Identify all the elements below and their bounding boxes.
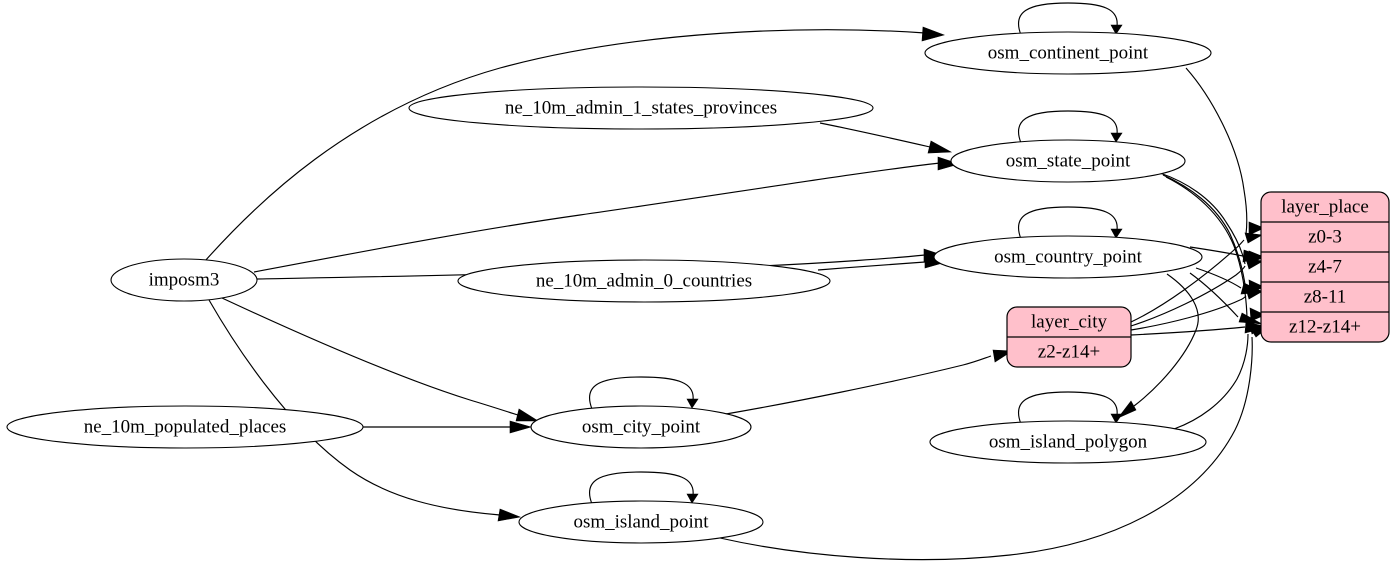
edge-imposm3-to-osm-island-point: [208, 299, 522, 522]
edge-ne-countries-to-osm-country-point: [817, 255, 948, 271]
edge-osm-city-point-to-layer-city: [725, 349, 1013, 415]
layer-place-row-z8-11[interactable]: z8-11: [1304, 286, 1347, 307]
layer-city-title: layer_city: [1031, 311, 1107, 332]
record-node-layer: layer_place z0-3 z4-7 z8-11 z12-z14+ lay…: [1006, 191, 1390, 368]
layer-place-row-z12-z14[interactable]: z12-z14+: [1289, 316, 1361, 337]
node-osm-city-point-label: osm_city_point: [582, 416, 701, 437]
node-osm-island-point[interactable]: osm_island_point: [518, 500, 764, 544]
edge-osm-island-polygon-to-layer-place-z12-z14: [1173, 322, 1266, 430]
node-imposm3-label: imposm3: [149, 269, 220, 290]
node-osm-continent-point-label: osm_continent_point: [988, 42, 1149, 63]
edge-osm-state-point-to-layer-place-z12-z14: [1165, 176, 1266, 322]
self-loop-osm-state-point: [1017, 110, 1123, 144]
node-ne-populated-label: ne_10m_populated_places: [84, 416, 287, 437]
node-ne-states-label: ne_10m_admin_1_states_provinces: [505, 97, 777, 118]
layer-city-row-z2-z14[interactable]: z2-z14+: [1038, 341, 1100, 362]
edge-imposm3-to-osm-continent-point: [204, 26, 945, 262]
self-loop-osm-city-point: [588, 376, 699, 410]
node-osm-state-point[interactable]: osm_state_point: [950, 139, 1186, 183]
node-osm-state-point-label: osm_state_point: [1006, 150, 1131, 171]
layer-place-row-z4-7[interactable]: z4-7: [1308, 256, 1342, 277]
edge-layer-city-to-layer-place-z0-3: [1130, 232, 1263, 323]
edge-layer: [204, 2, 1268, 561]
node-ne-countries-label: ne_10m_admin_0_countries: [536, 270, 752, 291]
node-ne-10m-admin-0-countries[interactable]: ne_10m_admin_0_countries: [457, 259, 831, 303]
node-osm-country-point[interactable]: osm_country_point: [933, 235, 1203, 279]
node-layer: imposm3 ne_10m_admin_1_states_provinces …: [6, 31, 1212, 544]
node-ne-10m-admin-1-states-provinces[interactable]: ne_10m_admin_1_states_provinces: [408, 86, 874, 130]
node-osm-island-polygon[interactable]: osm_island_polygon: [929, 420, 1207, 464]
node-layer-place[interactable]: layer_place z0-3 z4-7 z8-11 z12-z14+: [1260, 191, 1390, 343]
edge-imposm3-to-osm-city-point: [221, 297, 540, 422]
self-loop-osm-continent-point: [1017, 2, 1123, 36]
self-loop-osm-island-polygon: [1017, 391, 1123, 425]
self-loop-osm-island-point: [588, 471, 699, 505]
node-osm-city-point[interactable]: osm_city_point: [530, 405, 752, 449]
node-ne-10m-populated-places[interactable]: ne_10m_populated_places: [6, 405, 364, 449]
layer-place-row-z0-3[interactable]: z0-3: [1308, 226, 1342, 247]
edge-layer-city-to-layer-place-z4-7: [1130, 258, 1264, 327]
layer-place-title: layer_place: [1281, 196, 1369, 217]
node-osm-island-point-label: osm_island_point: [573, 511, 709, 532]
self-loop-osm-country-point: [1017, 206, 1123, 240]
node-osm-continent-point[interactable]: osm_continent_point: [924, 31, 1212, 75]
edge-osm-country-point-to-osm-island-polygon: [1117, 273, 1199, 419]
edge-layer-city-to-layer-place-z8-11: [1130, 288, 1264, 331]
node-osm-country-point-label: osm_country_point: [994, 246, 1142, 267]
edge-imposm3-to-osm-state-point: [253, 156, 961, 273]
edge-osm-continent-point-to-layer-place-z0-3: [1185, 67, 1265, 236]
node-layer-city[interactable]: layer_city z2-z14+: [1006, 306, 1132, 368]
node-imposm3[interactable]: imposm3: [110, 258, 258, 302]
edge-ne-states-to-osm-state-point: [819, 122, 953, 154]
node-osm-island-polygon-label: osm_island_polygon: [989, 431, 1148, 452]
edge-ne-populated-to-osm-city-point: [363, 420, 533, 434]
